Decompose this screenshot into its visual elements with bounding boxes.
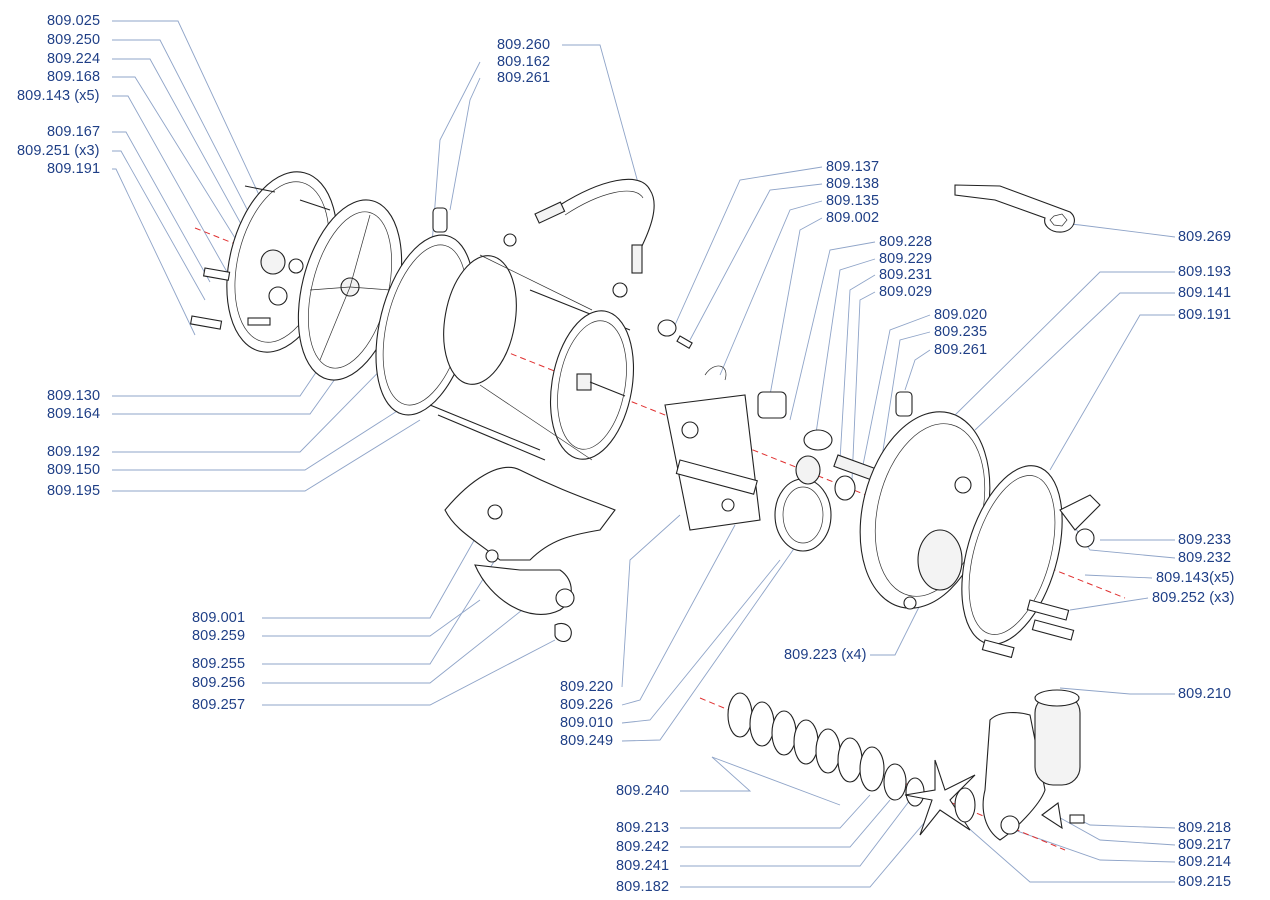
- part-label: 809.143(x5): [1156, 570, 1235, 586]
- part-label: 809.167: [47, 124, 101, 140]
- part-label: 809.217: [1178, 837, 1232, 853]
- part-label: 809.218: [1178, 820, 1232, 836]
- part-label: 809.135: [826, 193, 880, 209]
- harness-strap: [503, 178, 655, 298]
- part-label: 809.231: [879, 267, 933, 283]
- part-label: 809.223 (x4): [784, 647, 867, 663]
- part-label: 809.215: [1178, 874, 1232, 890]
- drag-washer-stack: [727, 692, 925, 807]
- part-label: 809.182: [616, 879, 670, 895]
- part-label: 809.150: [47, 462, 101, 478]
- part-label: 809.226: [560, 697, 614, 713]
- part-label: 809.224: [47, 51, 101, 67]
- part-label: 809.252 (x3): [1152, 590, 1235, 606]
- part-label: 809.001: [192, 610, 246, 626]
- part-label: 809.256: [192, 675, 246, 691]
- part-label: 809.010: [560, 715, 614, 731]
- part-label: 809.164: [47, 406, 101, 422]
- part-label: 809.240: [616, 783, 670, 799]
- part-label: 809.229: [879, 251, 933, 267]
- part-label: 809.191: [47, 161, 101, 177]
- part-label: 809.261: [497, 70, 551, 86]
- part-label: 809.233: [1178, 532, 1232, 548]
- small-parts: [657, 319, 913, 501]
- part-label: 809.232: [1178, 550, 1232, 566]
- part-label: 809.213: [616, 820, 670, 836]
- part-label: 809.193: [1178, 264, 1232, 280]
- part-label: 809.002: [826, 210, 880, 226]
- drag-plate: [297, 199, 403, 381]
- part-label: 809.020: [934, 307, 988, 323]
- part-label: 809.241: [616, 858, 670, 874]
- part-label: 809.250: [47, 32, 101, 48]
- part-label: 809.257: [192, 697, 246, 713]
- spool: [443, 254, 635, 461]
- wrench-809-269: [954, 184, 1075, 233]
- part-label: 809.143 (x5): [17, 88, 100, 104]
- gear-plate: [664, 394, 761, 531]
- part-label: 809.261: [934, 342, 988, 358]
- part-label: 809.251 (x3): [17, 143, 100, 159]
- part-label: 809.228: [879, 234, 933, 250]
- part-label: 809.029: [879, 284, 933, 300]
- part-label: 809.235: [934, 324, 988, 340]
- part-label: 809.242: [616, 839, 670, 855]
- part-label: 809.259: [192, 628, 246, 644]
- part-label: 809.249: [560, 733, 614, 749]
- part-label: 809.168: [47, 69, 101, 85]
- part-label: 809.255: [192, 656, 246, 672]
- part-label: 809.269: [1178, 229, 1232, 245]
- rod-clamp: [444, 466, 616, 642]
- leader-lines: [112, 20, 1176, 888]
- part-label: 809.214: [1178, 854, 1232, 870]
- part-label: 809.192: [47, 444, 101, 460]
- part-label: 809.162: [497, 54, 551, 70]
- clip-809-261: [432, 207, 448, 233]
- part-label: 809.138: [826, 176, 880, 192]
- part-label: 809.025: [47, 13, 101, 29]
- right-end-plate: [961, 465, 1101, 659]
- part-label: 809.137: [826, 159, 880, 175]
- main-gear: [774, 455, 832, 552]
- part-label: 809.260: [497, 37, 551, 53]
- part-label: 809.191: [1178, 307, 1232, 323]
- part-label: 809.210: [1178, 686, 1232, 702]
- part-label: 809.141: [1178, 285, 1232, 301]
- star-drag: [904, 759, 976, 836]
- crank-handle: [982, 689, 1085, 841]
- part-label: 809.130: [47, 388, 101, 404]
- part-label: 809.220: [560, 679, 614, 695]
- part-label: 809.195: [47, 483, 101, 499]
